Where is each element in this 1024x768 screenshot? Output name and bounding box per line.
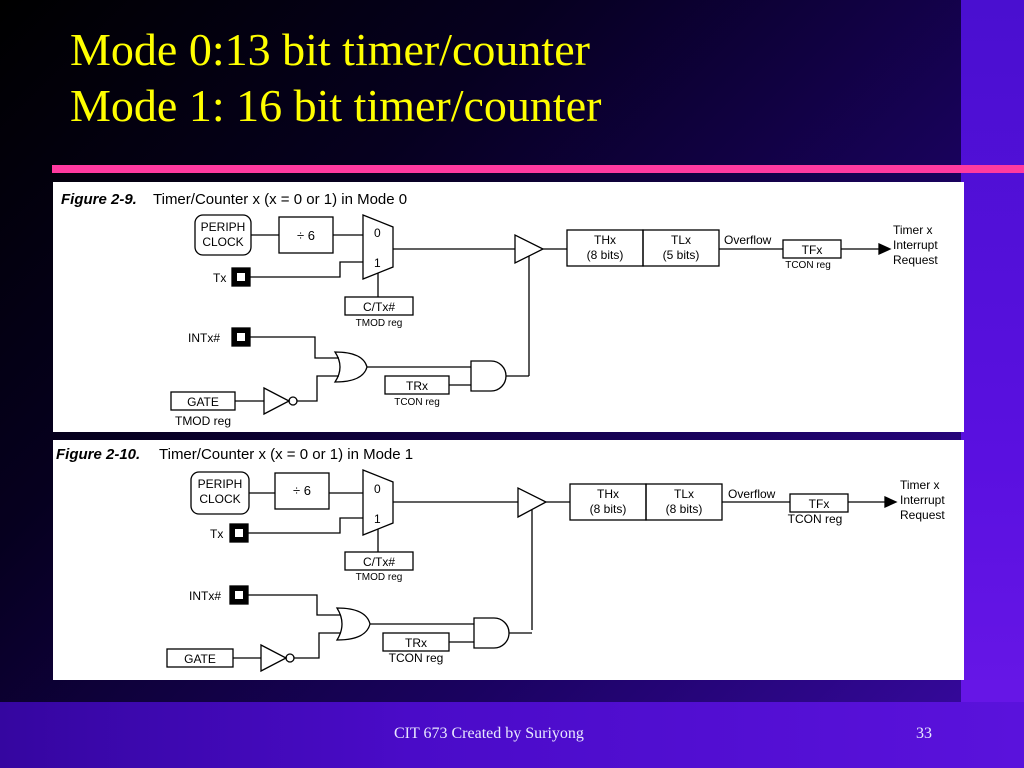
tfx-label: TFx bbox=[802, 243, 823, 257]
tlx-label: TLx bbox=[671, 233, 691, 247]
intx-label: INTx# bbox=[188, 331, 220, 345]
thx-label: THx bbox=[594, 233, 616, 247]
gate-label: GATE bbox=[187, 395, 219, 409]
tlx-bits: (8 bits) bbox=[666, 502, 703, 516]
figure-number: Figure 2-10. bbox=[56, 446, 140, 463]
figure-number: Figure 2-9. bbox=[61, 191, 137, 208]
trx-reg-label: TCON reg bbox=[389, 651, 444, 665]
periph-label: PERIPH bbox=[198, 477, 243, 491]
tfx-reg-label: TCON reg bbox=[785, 260, 831, 271]
figure-caption: Timer/Counter x (x = 0 or 1) in Mode 0 bbox=[153, 191, 407, 208]
right-accent-band bbox=[961, 0, 1024, 768]
thx-bits: (8 bits) bbox=[587, 248, 624, 262]
tfx-label: TFx bbox=[809, 497, 830, 511]
interrupt-label-1: Timer x bbox=[900, 478, 940, 492]
title-divider bbox=[52, 165, 1024, 173]
interrupt-label-3: Request bbox=[893, 253, 938, 267]
ctx-box bbox=[344, 296, 414, 316]
mux-input-0: 0 bbox=[374, 226, 381, 240]
divider-box bbox=[274, 472, 330, 510]
mode-0-diagram: Figure 2-9. Timer/Counter x (x = 0 or 1)… bbox=[61, 191, 938, 428]
wire bbox=[248, 594, 341, 616]
wire bbox=[297, 375, 339, 402]
thx-bits: (8 bits) bbox=[590, 502, 627, 516]
arrow-head bbox=[878, 242, 892, 256]
arrow-head bbox=[884, 495, 898, 509]
tx-pin-hole bbox=[237, 273, 245, 281]
tfx-box bbox=[789, 493, 849, 513]
mux-input-1: 1 bbox=[374, 256, 381, 270]
overflow-label: Overflow bbox=[724, 233, 772, 247]
tx-label: Tx bbox=[213, 271, 226, 285]
ctx-label: C/Tx# bbox=[363, 555, 395, 569]
tlx-box bbox=[642, 229, 720, 267]
intx-pin-hole bbox=[237, 333, 245, 341]
inverter-symbol bbox=[260, 643, 288, 673]
trx-reg-label: TCON reg bbox=[394, 397, 440, 408]
page-number: 33 bbox=[916, 725, 932, 742]
or-gate-symbol bbox=[335, 607, 371, 641]
wire bbox=[250, 261, 363, 278]
mux-symbol bbox=[362, 469, 394, 536]
tlx-bits: (5 bits) bbox=[663, 248, 700, 262]
wire bbox=[250, 336, 339, 359]
or-gate-symbol bbox=[333, 351, 368, 383]
divider-label: ÷ 6 bbox=[293, 483, 311, 498]
tfx-reg-label: TCON reg bbox=[788, 512, 843, 526]
and-gate-symbol bbox=[473, 617, 510, 649]
tx-label: Tx bbox=[210, 527, 223, 541]
mux-input-0: 0 bbox=[374, 482, 381, 496]
footer-caption: CIT 673 Created by Suriyong bbox=[394, 725, 584, 742]
wire bbox=[248, 517, 363, 534]
overflow-label: Overflow bbox=[728, 487, 776, 501]
interrupt-label-3: Request bbox=[900, 508, 945, 522]
trx-label: TRx bbox=[406, 379, 428, 393]
mux-input-1: 1 bbox=[374, 512, 381, 526]
control-switch-symbol bbox=[517, 486, 548, 519]
footer-band bbox=[0, 702, 1024, 768]
ctx-label: C/Tx# bbox=[363, 300, 395, 314]
ctx-reg-label: TMOD reg bbox=[356, 318, 403, 329]
gate-reg-label: TMOD reg bbox=[175, 414, 231, 428]
tlx-label: TLx bbox=[674, 487, 694, 501]
figure-mode-0: Figure 2-9. Timer/Counter x (x = 0 or 1)… bbox=[53, 182, 964, 432]
wire bbox=[294, 632, 341, 659]
tx-pin-hole bbox=[235, 529, 243, 537]
and-gate-symbol bbox=[470, 360, 507, 392]
interrupt-label-2: Interrupt bbox=[893, 238, 938, 252]
interrupt-label-1: Timer x bbox=[893, 223, 933, 237]
gate-label: GATE bbox=[184, 652, 216, 666]
mode-1-diagram: Figure 2-10. Timer/Counter x (x = 0 or 1… bbox=[56, 446, 945, 673]
interrupt-label-2: Interrupt bbox=[900, 493, 945, 507]
title-line-1: Mode 0:13 bit timer/counter bbox=[70, 24, 590, 75]
trx-label: TRx bbox=[405, 636, 427, 650]
intx-pin-hole bbox=[235, 591, 243, 599]
ctx-reg-label: TMOD reg bbox=[356, 572, 403, 583]
title-line-2: Mode 1: 16 bit timer/counter bbox=[70, 80, 602, 131]
inverter-symbol bbox=[263, 386, 291, 416]
ctx-box bbox=[344, 551, 414, 571]
clock-label: CLOCK bbox=[202, 235, 243, 249]
intx-label: INTx# bbox=[189, 589, 221, 603]
figure-caption: Timer/Counter x (x = 0 or 1) in Mode 1 bbox=[159, 446, 413, 463]
figure-mode-1: Figure 2-10. Timer/Counter x (x = 0 or 1… bbox=[53, 440, 964, 680]
mux-symbol bbox=[362, 214, 394, 280]
slide-title: Mode 0:13 bit timer/counter Mode 1: 16 b… bbox=[70, 22, 601, 134]
clock-label: CLOCK bbox=[199, 492, 240, 506]
periph-label: PERIPH bbox=[201, 220, 246, 234]
divider-label: ÷ 6 bbox=[297, 228, 315, 243]
thx-label: THx bbox=[597, 487, 619, 501]
